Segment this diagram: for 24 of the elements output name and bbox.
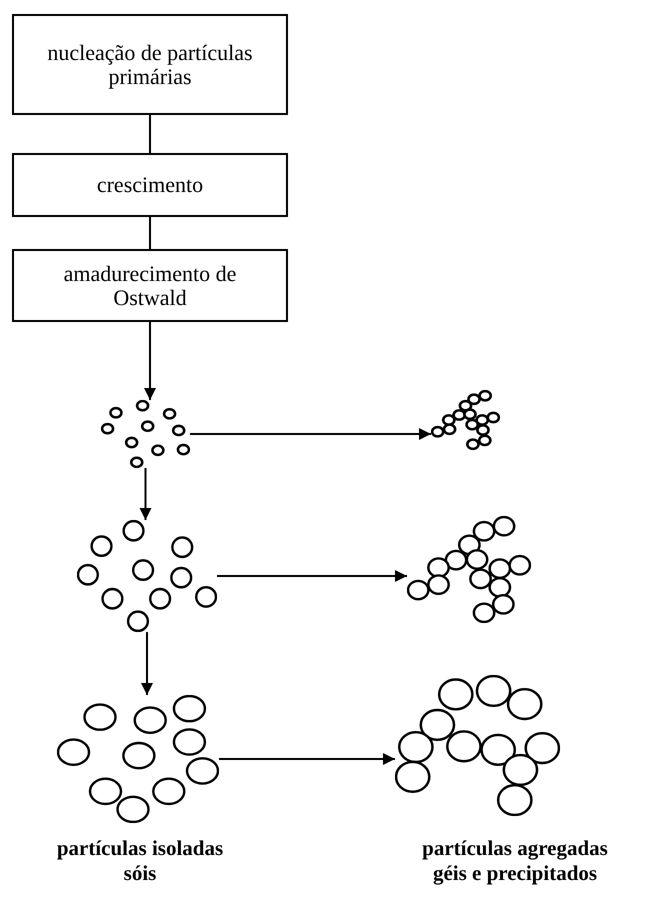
- arrow: [190, 428, 431, 440]
- process-box: [12, 249, 288, 322]
- arrow: [140, 468, 152, 520]
- particles-drawing: [57, 695, 219, 823]
- arrow: [144, 322, 156, 400]
- particles-drawing: [77, 520, 217, 632]
- arrow: [141, 632, 153, 695]
- connector-line: [149, 115, 151, 153]
- caption-text: partículas isoladas: [56, 836, 224, 862]
- caption-text: partículas agregadas: [421, 836, 609, 862]
- arrow: [217, 570, 407, 582]
- process-box: [12, 153, 288, 217]
- arrow: [219, 753, 395, 765]
- particles-drawing: [431, 390, 500, 450]
- particles-drawing: [407, 516, 531, 623]
- particles-drawing: [101, 400, 190, 468]
- connector-line: [149, 217, 151, 249]
- caption-text: sóis: [122, 861, 158, 886]
- process-box: [12, 14, 288, 115]
- particles-drawing: [395, 675, 560, 816]
- box-label: amadurecimento de Ostwald: [62, 262, 238, 309]
- box-label: crescimento: [96, 173, 204, 197]
- box-label: nucleação de partículas primárias: [46, 41, 254, 88]
- caption-text: géis e precipitados: [432, 861, 598, 886]
